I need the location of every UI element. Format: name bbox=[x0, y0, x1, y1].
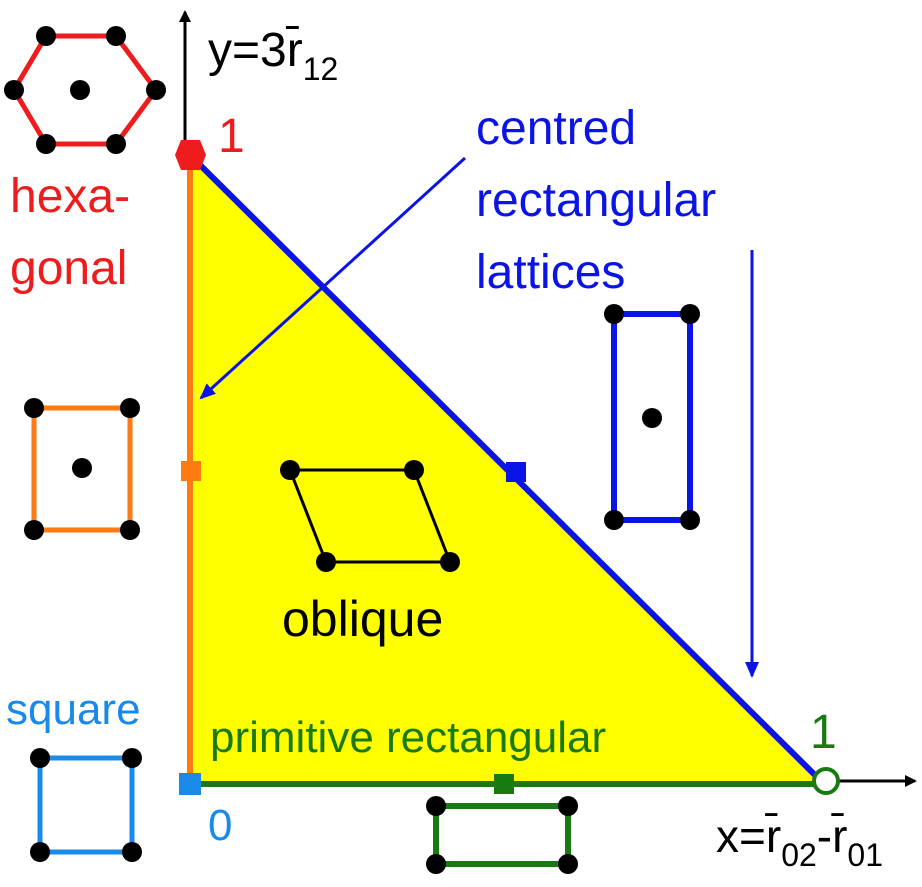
centred-label-line2: rectangular bbox=[476, 174, 716, 227]
centred-label-line3: lattices bbox=[476, 246, 625, 299]
y-axis-label: y=3r̄12 bbox=[208, 24, 338, 87]
x-tick-one: 1 bbox=[810, 706, 837, 759]
hexagonal-label-line1: hexa- bbox=[10, 170, 130, 223]
x-one-open-marker bbox=[812, 767, 840, 795]
hexagon-lattice-icon bbox=[4, 26, 166, 154]
orange-mid-marker bbox=[181, 461, 201, 481]
oblique-label: oblique bbox=[282, 591, 443, 647]
rectangle-lattice-icon bbox=[426, 796, 578, 874]
parallelogram-lattice-icon bbox=[280, 460, 460, 572]
origin-label: 0 bbox=[208, 801, 232, 850]
square-lattice-icon bbox=[30, 748, 142, 862]
centred-label-line1: centred bbox=[476, 102, 636, 155]
square-label: square bbox=[6, 685, 141, 734]
primitive-label: primitive rectangular bbox=[210, 713, 606, 762]
y-tick-one: 1 bbox=[218, 110, 245, 163]
hexagonal-point-marker bbox=[175, 140, 206, 170]
centred-arrow-to-orange bbox=[199, 156, 467, 400]
square-point-marker bbox=[179, 773, 201, 795]
blue-mid-marker bbox=[506, 462, 526, 482]
green-mid-marker bbox=[494, 774, 514, 794]
blue-centred-lattice-icon bbox=[604, 304, 700, 530]
x-axis-label: x=r̄02-r̄01 bbox=[716, 810, 883, 873]
orange-centred-lattice-icon bbox=[24, 398, 140, 540]
hexagonal-label-line2: gonal bbox=[10, 242, 127, 295]
